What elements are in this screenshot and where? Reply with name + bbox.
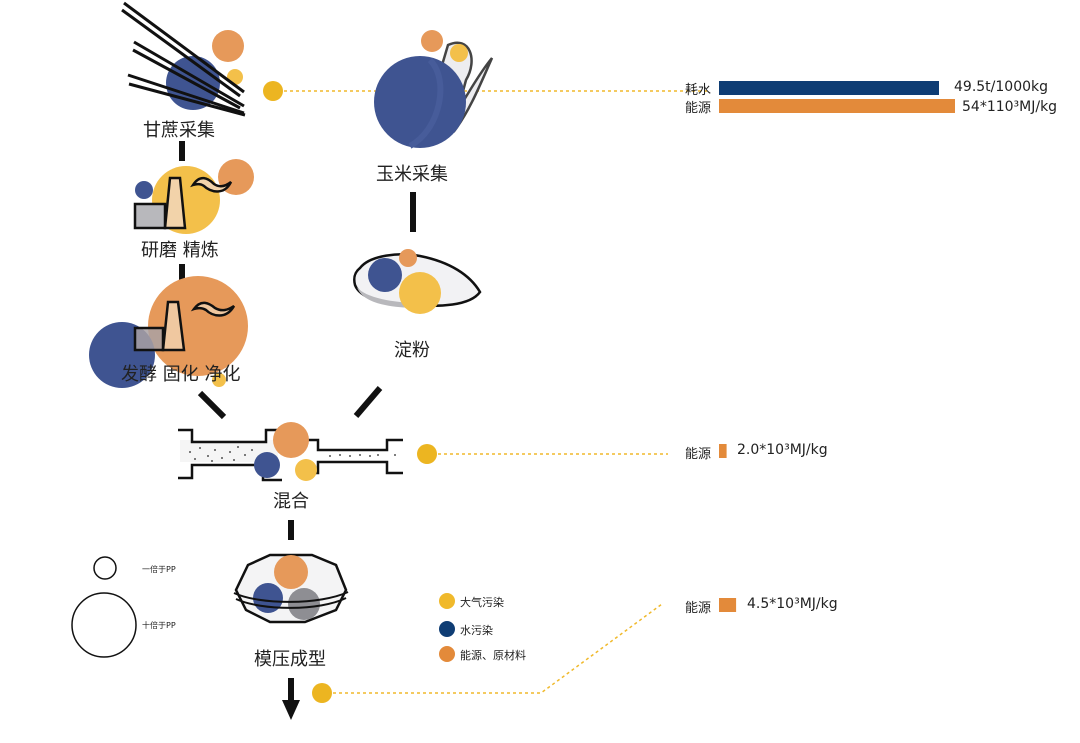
connector xyxy=(179,141,185,161)
air-circle xyxy=(295,459,317,481)
corn-harvest-node xyxy=(374,30,494,149)
scale-small-label: 一倍于PP xyxy=(142,565,176,574)
energy-bar xyxy=(719,99,955,113)
metric-label-energy: 能源 xyxy=(685,101,712,116)
mold-connector xyxy=(333,603,663,694)
air-circle xyxy=(399,272,441,314)
mold-metric-label: 能源 xyxy=(685,601,712,616)
mix-metric-dot xyxy=(417,444,437,464)
legend-energy-swatch xyxy=(439,646,455,662)
mold-metric-dot xyxy=(312,683,332,703)
sugarcane-stalks-icon xyxy=(121,1,246,117)
scale-large-label: 十倍于PP xyxy=(142,621,176,630)
energy-circle xyxy=(273,422,309,458)
factory-icon xyxy=(133,176,233,230)
water-circle xyxy=(254,452,280,478)
grind-refine-node xyxy=(133,159,254,234)
container-rim xyxy=(233,591,349,609)
water-circle xyxy=(368,258,402,292)
scale-small-circle xyxy=(93,556,117,580)
metric-value-water: 49.5t/1000kg xyxy=(954,79,1049,95)
scale-large-circle xyxy=(71,592,137,658)
metric-bars xyxy=(719,81,955,612)
water-circle xyxy=(374,56,466,148)
mix-metric-label: 能源 xyxy=(685,447,712,462)
stage-label-mold: 模压成型 xyxy=(254,649,326,670)
connector xyxy=(410,192,416,232)
sugarcane-harvest-node xyxy=(121,1,246,117)
corn-leaf-shade xyxy=(408,57,444,149)
stage-label-corn: 玉米采集 xyxy=(376,164,448,185)
mix-metric-value: 2.0*10³MJ/kg xyxy=(737,442,828,458)
energy-circle xyxy=(274,555,308,589)
mold-metric-value: 4.5*10³MJ/kg xyxy=(747,596,838,612)
metric-label-water: 耗水 xyxy=(685,83,712,98)
grey-circle xyxy=(288,588,320,620)
stage-label-mix: 混合 xyxy=(273,491,309,512)
stage-label-sugarcane: 甘蔗采集 xyxy=(143,120,215,141)
legend-water-swatch xyxy=(439,621,455,637)
mix-pipe-fill xyxy=(180,440,278,462)
water-circle xyxy=(135,181,153,199)
air-circle xyxy=(212,373,226,387)
mold-node xyxy=(233,553,349,624)
legend-water-label: 水污染 xyxy=(460,624,493,637)
metric-value-energy: 54*110³MJ/kg xyxy=(962,99,1058,115)
mix-node xyxy=(178,422,403,482)
energy-circle xyxy=(421,30,443,52)
connector xyxy=(353,386,383,418)
energy-circle xyxy=(212,30,244,62)
connector xyxy=(179,264,185,286)
water-bar xyxy=(719,81,939,95)
stage-label-grind-refine: 研磨 精炼 xyxy=(141,240,219,261)
legend-air-swatch xyxy=(439,593,455,609)
factory-icon xyxy=(133,300,236,352)
stage-label-starch: 淀粉 xyxy=(394,340,430,361)
ferment-node xyxy=(89,276,248,388)
connector xyxy=(197,390,227,420)
mix-energy-bar xyxy=(719,444,727,458)
legend-energy-label: 能源、原材料 xyxy=(460,649,526,662)
stage-label-ferment: 发酵 固化 净化 xyxy=(121,364,241,385)
starch-node xyxy=(352,249,482,314)
harvest-metric-dot xyxy=(263,81,283,101)
arrow-down-icon xyxy=(282,678,300,720)
air-circle xyxy=(450,44,468,62)
mold-energy-bar xyxy=(719,598,737,612)
energy-circle xyxy=(399,249,417,267)
mixer-pipe-icon xyxy=(178,428,403,482)
connector xyxy=(288,520,294,540)
legend-air-label: 大气污染 xyxy=(460,596,504,609)
